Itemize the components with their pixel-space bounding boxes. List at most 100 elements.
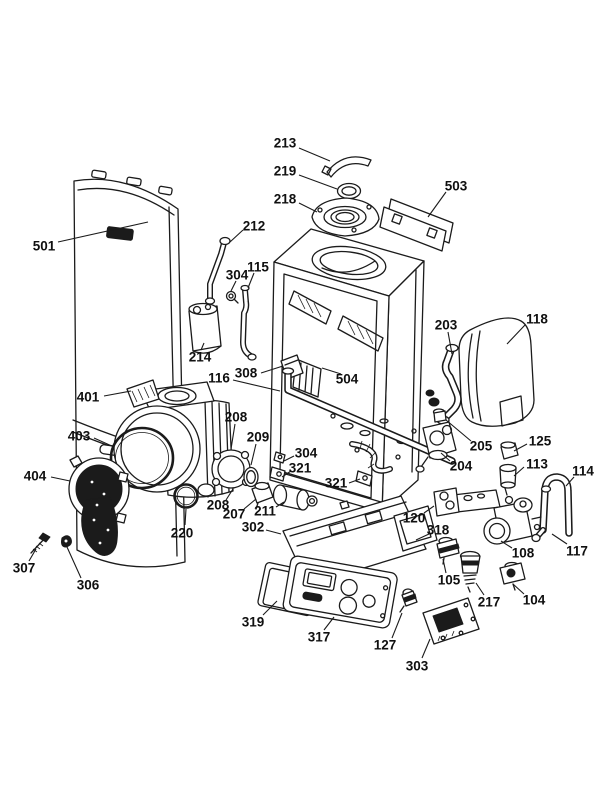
part-label-504: 504 xyxy=(336,372,359,387)
hydraulic-manifold xyxy=(433,487,501,517)
part-label-217: 217 xyxy=(478,595,501,610)
part-label-220: 220 xyxy=(171,526,194,541)
part-label-105: 105 xyxy=(438,573,461,588)
part-label-401: 401 xyxy=(77,390,100,405)
manifold-pipe xyxy=(281,367,456,465)
valve-104 xyxy=(499,561,526,591)
part-label-304: 304 xyxy=(295,446,318,461)
part-label-308: 308 xyxy=(235,366,258,381)
part-label-317: 317 xyxy=(308,630,331,645)
part-label-503: 503 xyxy=(445,179,468,194)
part-label-125: 125 xyxy=(529,434,552,449)
bracket-panel xyxy=(379,198,454,252)
leader-line-220 xyxy=(184,508,187,526)
leader-line-308 xyxy=(260,365,284,374)
leader-line-403 xyxy=(93,437,115,448)
condensate-trap-214 xyxy=(188,302,222,354)
part-label-120: 120 xyxy=(403,511,426,526)
part-label-321: 321 xyxy=(325,476,348,491)
part-label-113: 113 xyxy=(526,457,548,472)
leader-line-213 xyxy=(298,147,331,162)
part-label-501: 501 xyxy=(33,239,56,254)
leader-line-306 xyxy=(66,546,82,579)
pipe-203 xyxy=(436,343,462,425)
valve-105 xyxy=(436,536,460,565)
leader-line-104 xyxy=(512,583,525,595)
gas-valve xyxy=(415,408,457,473)
leader-line-127 xyxy=(391,612,403,639)
sensor-125 xyxy=(500,441,519,460)
leader-line-115 xyxy=(247,272,255,289)
part-label-403: 403 xyxy=(68,429,91,444)
ring-209 xyxy=(243,466,259,488)
part-label-118: 118 xyxy=(526,312,548,327)
motor-211 xyxy=(272,484,318,511)
leader-line-125 xyxy=(513,443,528,452)
leader-line-504 xyxy=(321,367,342,375)
part-label-212: 212 xyxy=(243,219,266,234)
leader-line-321 xyxy=(348,478,361,484)
part-label-114: 114 xyxy=(572,464,594,479)
leader-line-120 xyxy=(423,505,435,514)
flue-seal-ring xyxy=(336,182,362,200)
part-label-302: 302 xyxy=(242,520,265,535)
leader-line-318 xyxy=(415,533,430,541)
screw-307 xyxy=(30,532,51,554)
part-label-214: 214 xyxy=(189,350,212,365)
pipe-212 xyxy=(204,236,231,305)
pipe-114 xyxy=(531,473,573,543)
part-label-307: 307 xyxy=(13,561,36,576)
flue-clip xyxy=(321,156,372,178)
grommet-304 xyxy=(225,290,239,304)
leader-line-117 xyxy=(551,533,568,545)
part-label-321: 321 xyxy=(289,461,312,476)
leader-line-208 xyxy=(230,423,236,450)
leader-line-503 xyxy=(427,191,447,218)
leader-line-319 xyxy=(262,600,278,616)
clip-306 xyxy=(61,535,72,548)
leader-line-304 xyxy=(230,280,237,292)
leader-line-304 xyxy=(283,455,295,462)
leader-line-114 xyxy=(565,476,575,487)
tray-318 xyxy=(393,505,438,552)
part-label-208: 208 xyxy=(207,498,230,513)
leader-line-317 xyxy=(323,616,335,631)
leader-line-219 xyxy=(298,174,338,190)
leader-line-203 xyxy=(447,331,453,355)
leader-line-207 xyxy=(243,498,257,510)
combustion-chamber-box xyxy=(269,228,440,513)
part-label-306: 306 xyxy=(77,578,100,593)
leader-line-302 xyxy=(265,529,282,535)
flue-flange xyxy=(311,197,380,237)
leader-line-105 xyxy=(442,558,447,574)
leader-line-214 xyxy=(200,342,205,351)
part-label-204: 204 xyxy=(450,459,473,474)
part-label-205: 205 xyxy=(470,439,493,454)
flange-208 xyxy=(211,449,251,489)
leader-line-118 xyxy=(506,324,526,345)
leader-line-204 xyxy=(440,452,451,462)
leader-line-501 xyxy=(57,221,149,243)
leader-line-108 xyxy=(500,540,513,549)
leader-line-307 xyxy=(28,548,37,562)
oring-220 xyxy=(173,483,199,509)
pipe-115 xyxy=(240,284,257,361)
part-label-207: 207 xyxy=(223,507,246,522)
flexible-hose xyxy=(349,440,393,474)
leader-line-303 xyxy=(421,638,431,659)
expansion-vessel xyxy=(458,317,535,427)
valve-217 xyxy=(459,550,481,593)
leader-line-208 xyxy=(225,488,234,501)
part-label-211: 211 xyxy=(254,504,276,519)
leader-line-321 xyxy=(281,470,292,478)
part-label-127: 127 xyxy=(374,638,397,653)
display-pcb xyxy=(422,597,480,645)
heat-exchanger xyxy=(113,379,234,498)
control-panel xyxy=(282,555,398,629)
burner-door xyxy=(68,455,130,556)
pump xyxy=(483,495,542,545)
oring-403 xyxy=(109,426,175,490)
part-label-319: 319 xyxy=(242,615,265,630)
